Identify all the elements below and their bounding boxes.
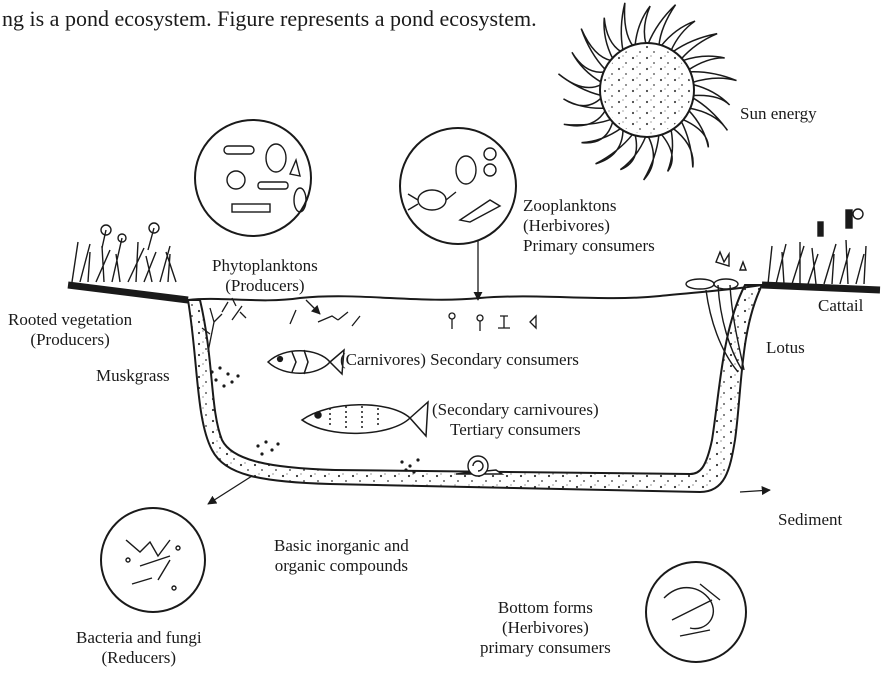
- sun-ray: [689, 72, 736, 83]
- label-rooted-vegetation: Rooted vegetation (Producers): [8, 310, 132, 350]
- zooplankton-magnifier: [400, 128, 516, 244]
- zooplankton-specks: [449, 313, 536, 331]
- bottom-forms-role: (Herbivores): [480, 618, 611, 638]
- sun-illustration: [558, 3, 736, 180]
- sediment-text: Sediment: [778, 510, 842, 530]
- bacteria-role: (Reducers): [76, 648, 202, 668]
- sun-ray: [564, 110, 612, 126]
- cattail-text: Cattail: [818, 296, 863, 316]
- bottom-forms-title: Bottom forms: [480, 598, 611, 618]
- rooted-vegetation-title: Rooted vegetation: [8, 310, 132, 330]
- label-phytoplanktons: Phytoplanktons (Producers): [212, 256, 318, 296]
- sun-ray: [621, 3, 633, 51]
- zooplanktons-title: Zooplanktons: [523, 196, 655, 216]
- label-basic-compounds: Basic inorganic and organic compounds: [274, 536, 409, 576]
- carnivores-text: (Carnivores) Secondary consumers: [340, 350, 579, 370]
- arrow-bacteria: [208, 476, 252, 504]
- label-secondary-carnivores: (Secondary carnivoures) Tertiary consume…: [432, 400, 599, 440]
- secondary-carnivores-level: Tertiary consumers: [432, 420, 599, 440]
- sun-ray: [644, 134, 659, 180]
- label-bottom-forms: Bottom forms (Herbivores) primary consum…: [480, 598, 611, 658]
- sun-ray: [661, 129, 673, 171]
- phytoplanktons-title: Phytoplanktons: [212, 256, 318, 276]
- sun-energy-text: Sun energy: [740, 104, 817, 124]
- sun-ray: [635, 6, 650, 46]
- sun-ray: [563, 98, 604, 109]
- label-bacteria-fungi: Bacteria and fungi (Reducers): [76, 628, 202, 668]
- muskgrass-text: Muskgrass: [96, 366, 170, 386]
- arrow-sediment: [740, 490, 770, 492]
- sun-ray: [596, 129, 633, 164]
- basic-compounds-line2: organic compounds: [274, 556, 409, 576]
- label-sun-energy: Sun energy: [740, 104, 817, 124]
- cattail-plants: [768, 209, 866, 284]
- tertiary-consumer-fish: [302, 402, 428, 436]
- phytoplanktons-role: (Producers): [212, 276, 318, 296]
- phytoplankton-magnifier: [195, 120, 311, 236]
- right-bank: [762, 285, 880, 290]
- label-cattail: Cattail: [818, 296, 863, 316]
- secondary-consumer-fish: [268, 350, 344, 374]
- lotus-text: Lotus: [766, 338, 805, 358]
- basic-compounds-line1: Basic inorganic and: [274, 536, 409, 556]
- phytoplankton-specks: [290, 310, 360, 326]
- muskgrass-dots: [210, 366, 239, 387]
- left-bank: [68, 285, 188, 300]
- zooplanktons-role: (Herbivores): [523, 216, 655, 236]
- zooplanktons-level: Primary consumers: [523, 236, 655, 256]
- label-carnivores: (Carnivores) Secondary consumers: [340, 350, 579, 370]
- label-lotus: Lotus: [766, 338, 805, 358]
- label-sediment: Sediment: [778, 510, 842, 530]
- bottom-forms-level: primary consumers: [480, 638, 611, 658]
- label-muskgrass: Muskgrass: [96, 366, 170, 386]
- bacteria-title: Bacteria and fungi: [76, 628, 202, 648]
- secondary-carnivores-title: (Secondary carnivoures): [432, 400, 599, 420]
- bottom-forms-magnifier: [646, 562, 746, 662]
- rooted-vegetation-role: (Producers): [8, 330, 132, 350]
- snail: [456, 456, 502, 476]
- header-caption: ng is a pond ecosystem. Figure represent…: [2, 6, 537, 31]
- label-zooplanktons: Zooplanktons (Herbivores) Primary consum…: [523, 196, 655, 256]
- rooted-vegetation-grass: [72, 223, 176, 282]
- arrow-phytoplankton: [306, 300, 320, 314]
- bacteria-fungi-magnifier: [101, 508, 205, 612]
